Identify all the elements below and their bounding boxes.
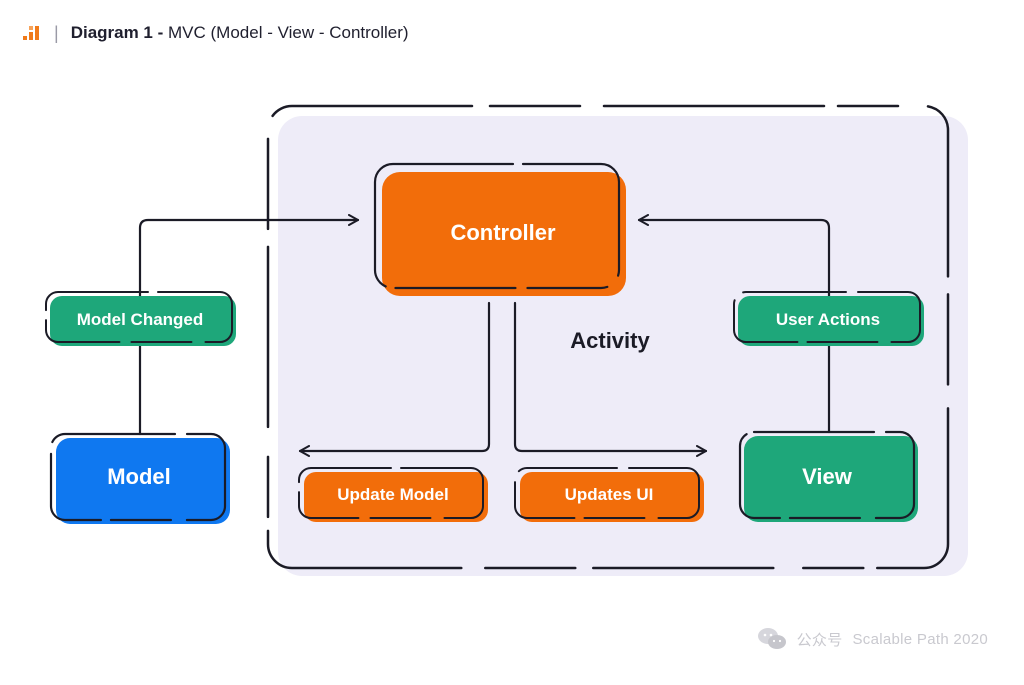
view-node: View xyxy=(738,430,918,522)
watermark: 公众号 Scalable Path 2020 xyxy=(757,626,988,652)
update-model-label: Update Model xyxy=(337,485,448,504)
diagram-header: | Diagram 1 - MVC (Model - View - Contro… xyxy=(22,20,409,46)
activity-label: Activity xyxy=(570,328,650,353)
controller-label: Controller xyxy=(450,220,556,245)
updates-ui-node: Updates UI xyxy=(514,467,704,522)
update-model-node: Update Model xyxy=(298,467,488,522)
page-title: MVC (Model - View - Controller) xyxy=(168,23,409,42)
wechat-icon xyxy=(757,628,786,649)
watermark-text: 公众号 xyxy=(796,631,843,649)
bars-logo-icon xyxy=(23,26,39,40)
header-separator: | xyxy=(54,22,59,43)
controller-node: Controller xyxy=(373,162,626,296)
page-title-bold: Diagram 1 - xyxy=(70,23,164,42)
model-changed-label: Model Changed xyxy=(77,310,204,329)
view-label: View xyxy=(802,464,853,489)
user-actions-label: User Actions xyxy=(776,310,880,329)
user-actions-node: User Actions xyxy=(733,291,924,346)
model-node: Model xyxy=(49,432,230,524)
updates-ui-label: Updates UI xyxy=(565,485,654,504)
controller-to-updates-ui-arrow xyxy=(513,301,708,457)
credit-text: Scalable Path 2020 xyxy=(852,630,988,648)
view-to-controller-arrow xyxy=(637,214,831,434)
model-label: Model xyxy=(107,464,171,489)
model-changed-node: Model Changed xyxy=(45,291,236,346)
connectors xyxy=(138,214,831,457)
model-to-controller-arrow xyxy=(138,214,360,436)
controller-to-update-model-arrow xyxy=(298,301,491,457)
